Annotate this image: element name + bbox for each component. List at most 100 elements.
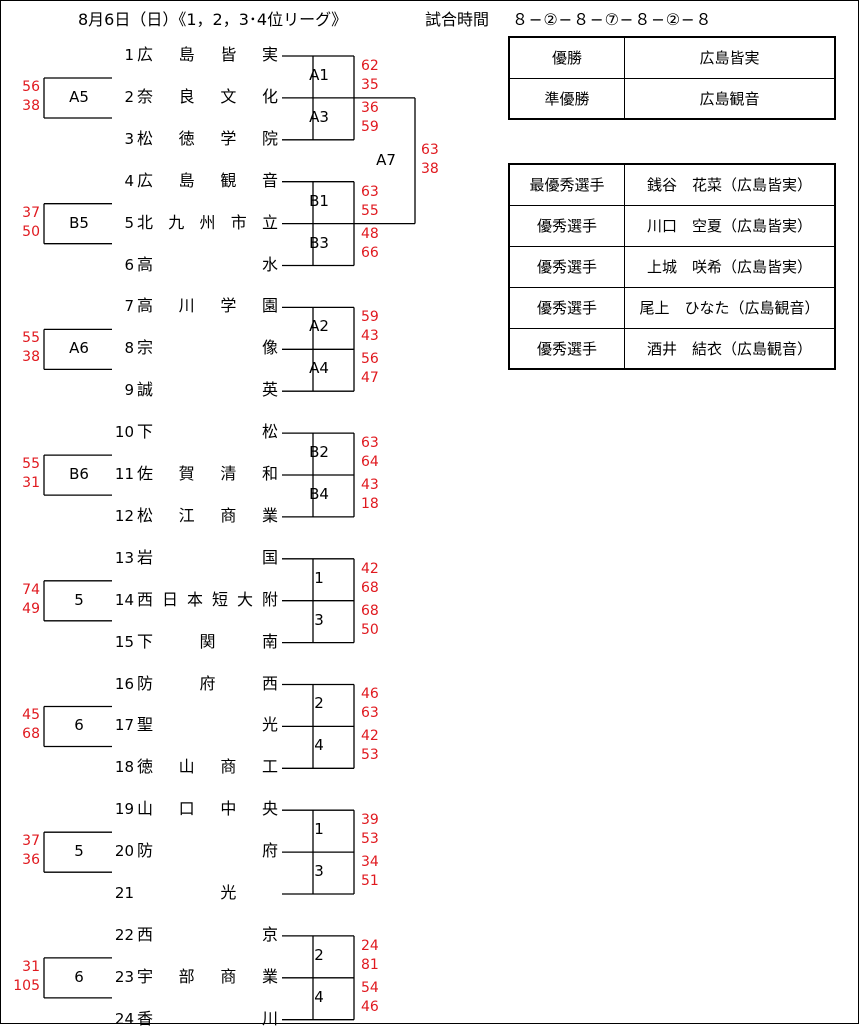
team-name-char: 関: [199, 631, 216, 651]
team-name-char: 光: [262, 715, 279, 735]
team-name-char: 実: [262, 45, 279, 64]
seed-score: 55: [22, 456, 40, 472]
match-label: 3: [314, 610, 324, 629]
score: 59: [361, 309, 379, 326]
score: 34: [361, 854, 379, 871]
team-name-char: 賀: [178, 464, 195, 483]
seed-score: 38: [22, 349, 40, 366]
player-award: 優秀選手: [508, 204, 625, 247]
team-number: 18: [114, 758, 134, 777]
team-number: 14: [114, 590, 134, 609]
match-label: 4: [314, 987, 324, 1006]
team-name-char: 京: [262, 924, 279, 944]
score: 51: [361, 873, 379, 890]
seed-label: A6: [69, 339, 89, 358]
player-row: 優秀選手 酒井 結衣（広島観音）: [508, 327, 836, 370]
team-name-char: 西: [137, 924, 154, 944]
team-name-char: 広: [137, 45, 154, 64]
match-label: A4: [309, 359, 329, 378]
team-name-char: 清: [220, 464, 237, 483]
team-name-char: 徳: [137, 757, 154, 777]
result-label: 優勝: [508, 36, 625, 79]
team-number: 11: [114, 465, 134, 483]
team-name-char: 松: [262, 422, 279, 442]
seed-label: 6: [74, 716, 84, 735]
team-name-char: 奈: [137, 86, 154, 106]
team-name-char: 南: [262, 631, 279, 651]
team-name-char: 聖: [137, 715, 154, 735]
team-number: 4: [124, 171, 134, 190]
player-name: 銭谷 花菜（広島皆実）: [624, 163, 836, 206]
team-name-char: 部: [178, 966, 195, 986]
player-award: 優秀選手: [508, 327, 625, 370]
score: 56: [361, 351, 379, 368]
result-row-champion: 優勝 広島皆実: [508, 36, 836, 79]
team-number: 23: [114, 967, 134, 986]
team-name-char: 市: [230, 212, 247, 232]
result-value: 広島皆実: [624, 36, 836, 79]
team-name-char: 本: [187, 589, 204, 609]
team-number: 5: [124, 213, 134, 232]
seed-score: 68: [22, 726, 40, 743]
score: 68: [361, 602, 379, 619]
team-name-char: 皆: [220, 45, 237, 64]
score: 39: [361, 812, 379, 829]
team-name-char: 化: [262, 86, 279, 106]
score: 24: [361, 937, 379, 954]
score: 53: [361, 831, 379, 848]
score: 53: [361, 747, 379, 764]
team-number: 15: [114, 632, 134, 651]
team-name-char: 松: [137, 505, 154, 525]
score: 35: [361, 76, 379, 93]
score: 48: [361, 225, 379, 242]
result-label: 準優勝: [508, 77, 625, 120]
player-row: 優秀選手 上城 咲希（広島皆実）: [508, 245, 836, 288]
player-award: 優秀選手: [508, 245, 625, 288]
team-number: 16: [114, 674, 134, 693]
team-name-char: 下: [137, 631, 154, 651]
seed-score: 37: [22, 833, 40, 850]
team-name-char: 良: [178, 86, 195, 106]
score: 68: [361, 579, 379, 596]
score: 63: [361, 435, 379, 452]
team-name-char: 日: [162, 589, 179, 609]
score: 66: [361, 244, 379, 261]
team-name-char: 中: [220, 799, 237, 819]
score: 43: [361, 328, 379, 345]
seed-score: 50: [22, 223, 40, 240]
team-name-char: 島: [178, 170, 195, 190]
seed-label: B5: [69, 213, 89, 232]
team-name-char: 附: [262, 589, 279, 609]
team-number: 17: [114, 716, 134, 735]
player-name: 尾上 ひなた（広島観音）: [624, 286, 836, 329]
player-name: 川口 空夏（広島皆実）: [624, 204, 836, 247]
seed-score: 56: [22, 78, 40, 95]
team-number: 6: [124, 255, 134, 274]
team-name-char: 宗: [137, 338, 154, 358]
team-number: 2: [124, 87, 134, 106]
match-label: A3: [309, 107, 329, 126]
team-name-char: 府: [199, 673, 216, 693]
score: 64: [361, 454, 379, 471]
seed-label: 6: [74, 967, 84, 986]
team-name-char: 高: [137, 254, 154, 274]
players-table: 最優秀選手 銭谷 花菜（広島皆実） 優秀選手 川口 空夏（広島皆実） 優秀選手 …: [508, 163, 836, 370]
final-score: 63: [421, 141, 439, 158]
team-name-char: 佐: [137, 464, 154, 483]
team-name-char: 西: [262, 673, 279, 693]
team-name-char: 江: [178, 505, 195, 525]
team-number: 13: [114, 548, 134, 567]
match-label: 3: [314, 862, 324, 881]
match-label: B4: [309, 484, 329, 503]
results-table: 優勝 広島皆実 準優勝 広島観音: [508, 36, 836, 120]
team-number: 22: [114, 925, 134, 944]
team-name-char: 学: [220, 296, 237, 316]
team-name-char: 和: [262, 464, 279, 483]
match-label: A2: [309, 317, 329, 336]
team-name-char: 園: [262, 296, 279, 316]
team-number: 7: [124, 297, 134, 316]
team-name-char: 岩: [137, 547, 154, 567]
score: 42: [361, 560, 379, 577]
team-number: 3: [124, 129, 134, 148]
